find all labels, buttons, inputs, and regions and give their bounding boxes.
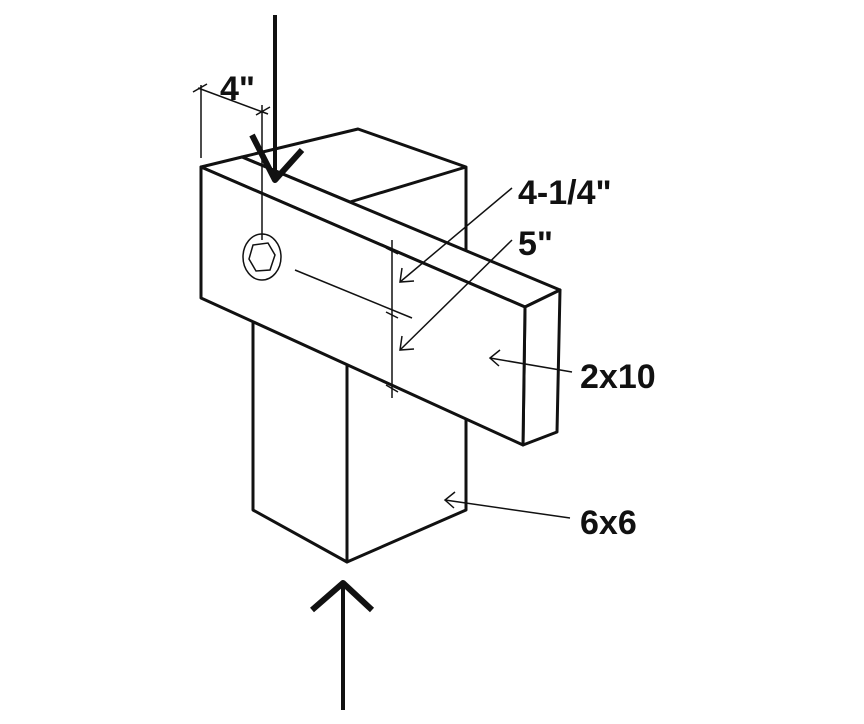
beam-label: 2x10 xyxy=(580,358,656,396)
lower-dimension-label: 5" xyxy=(518,225,553,263)
load-arrow-top-icon xyxy=(249,15,305,183)
leader-arrows xyxy=(399,187,573,519)
load-arrow-bottom-icon xyxy=(310,580,375,710)
bolt-offset-label: 4" xyxy=(220,70,255,108)
dimension-lines xyxy=(192,83,413,398)
upper-dimension-label: 4-1/4" xyxy=(518,174,612,212)
post-label: 6x6 xyxy=(580,504,637,542)
beam-2x10 xyxy=(199,155,562,447)
